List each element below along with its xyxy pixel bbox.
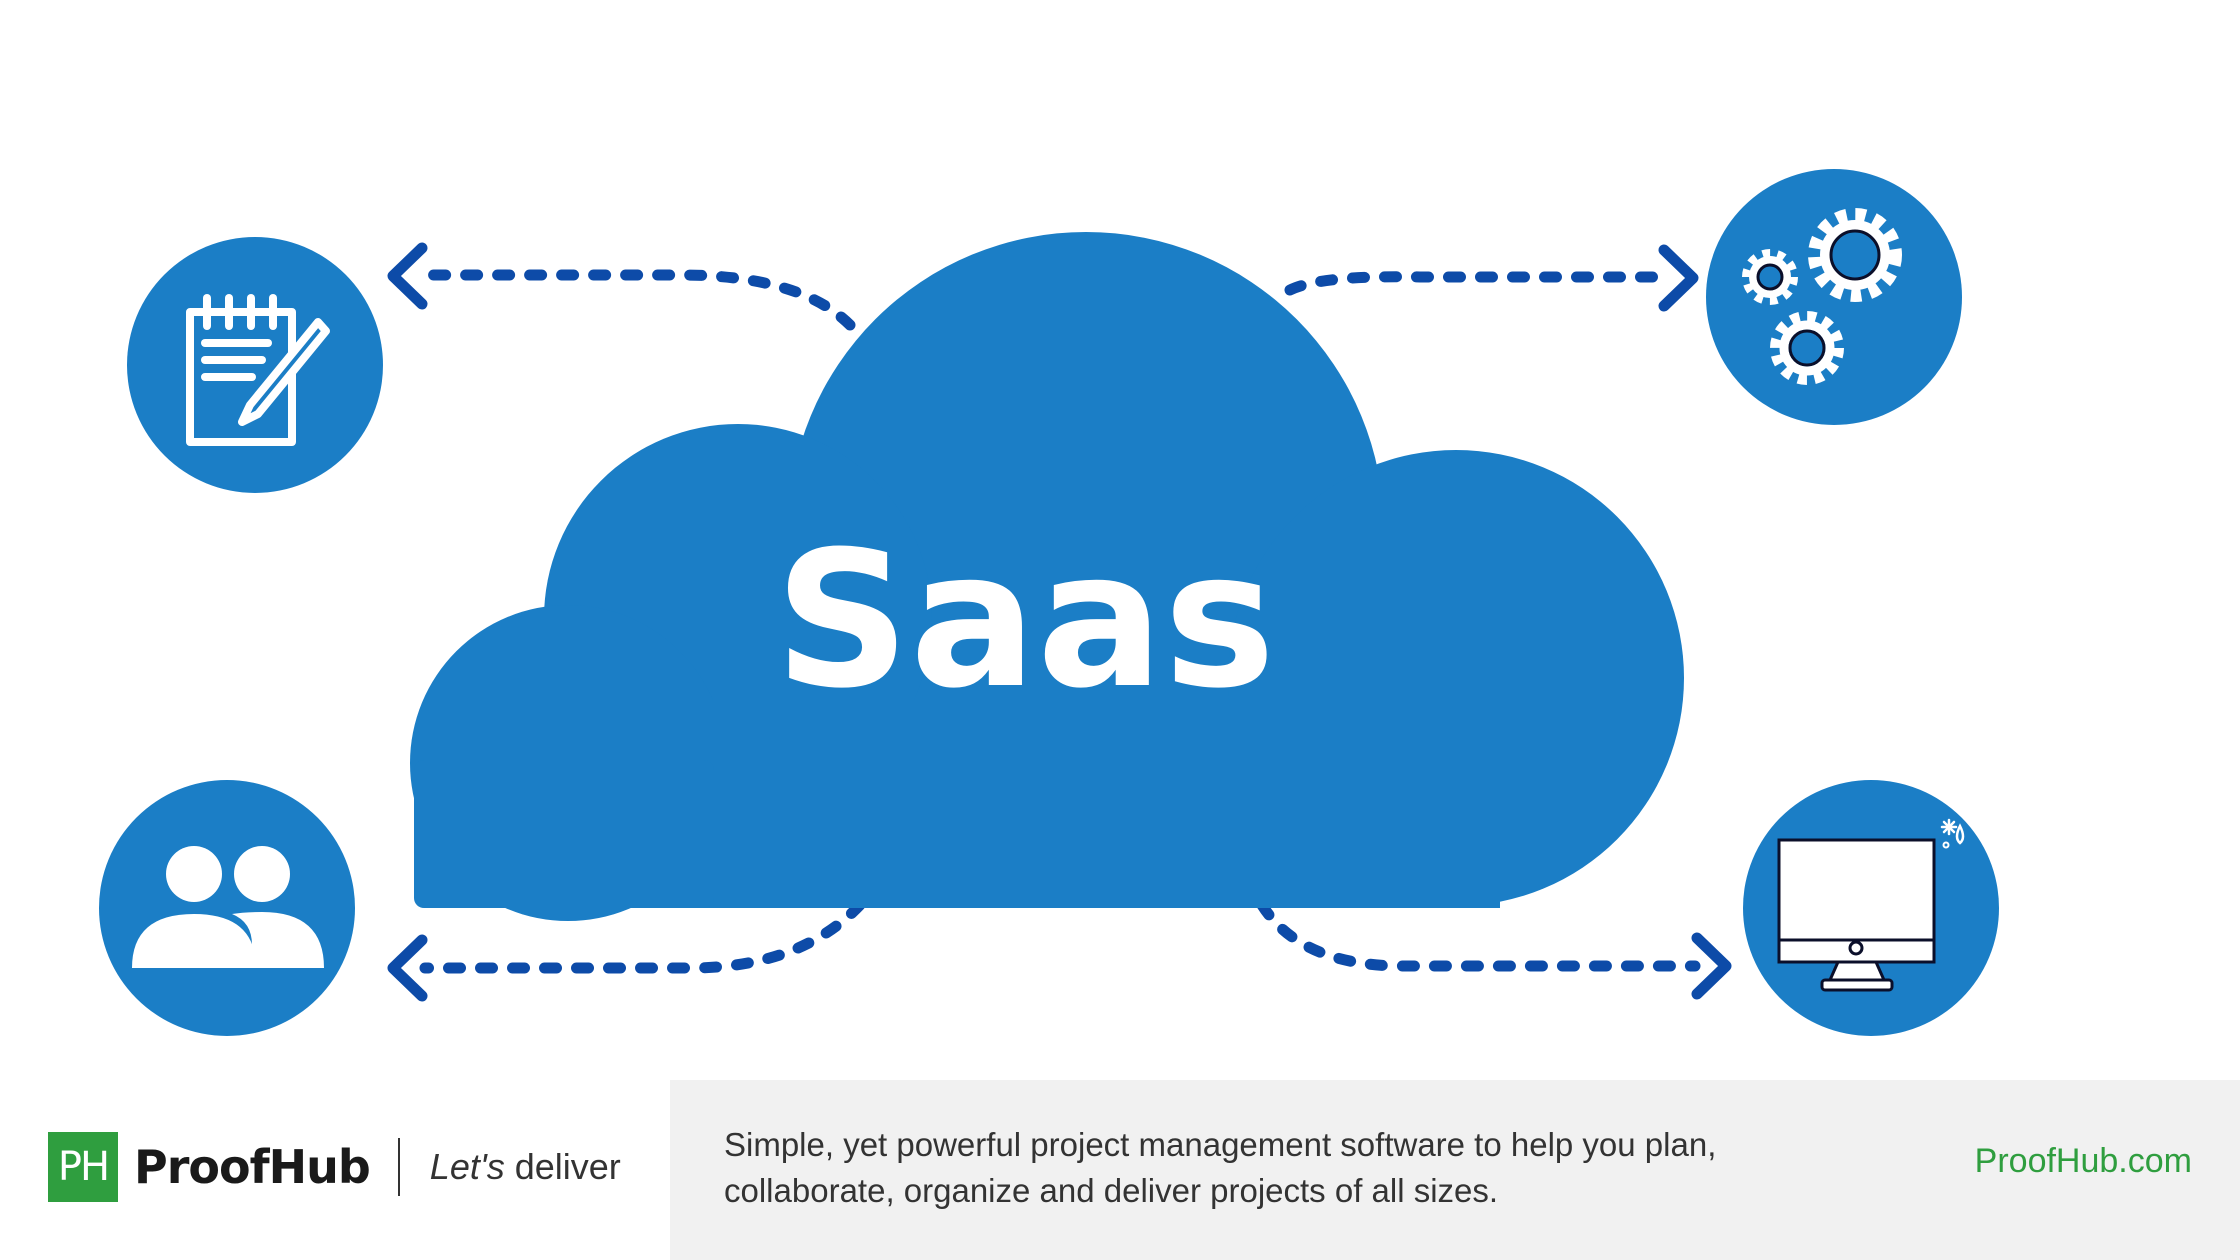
connectors bbox=[414, 269, 1701, 974]
node-top-right bbox=[1706, 169, 1962, 425]
cloud bbox=[410, 232, 1684, 921]
proofhub-link[interactable]: ProofHub.com bbox=[1974, 1142, 2192, 1180]
users-icon bbox=[132, 846, 324, 968]
tagline-rest: deliver bbox=[504, 1146, 621, 1187]
arrowhead-top-left bbox=[387, 242, 428, 310]
footer-info-panel: Simple, yet powerful project management … bbox=[670, 1080, 2240, 1260]
connector-top-left bbox=[414, 269, 856, 331]
brand-name: ProofHub bbox=[134, 1140, 371, 1194]
node-top-left bbox=[127, 237, 383, 493]
connector-top-right bbox=[1284, 271, 1671, 296]
description-line-2: collaborate, organize and deliver projec… bbox=[724, 1172, 1499, 1209]
node-bottom-left bbox=[99, 780, 355, 1036]
arrowhead-bottom-left bbox=[387, 934, 428, 1002]
saas-diagram bbox=[99, 169, 1999, 1036]
connector-bottom-right bbox=[1256, 899, 1701, 972]
connector-bottom-left bbox=[419, 899, 866, 974]
notepad-pencil-icon bbox=[186, 294, 330, 446]
description-line-1: Simple, yet powerful project management … bbox=[724, 1126, 1717, 1163]
arrowhead-top-right bbox=[1658, 244, 1699, 312]
brand: PH ProofHub Let's deliver bbox=[48, 1132, 621, 1202]
tagline: Let's deliver bbox=[430, 1146, 621, 1188]
footer-description: Simple, yet powerful project management … bbox=[724, 1122, 1824, 1214]
arrowhead-bottom-right bbox=[1691, 932, 1732, 1000]
footer: PH ProofHub Let's deliver Simple, yet po… bbox=[0, 1080, 2240, 1260]
gears-icon bbox=[1742, 208, 1902, 385]
arrowheads bbox=[387, 242, 1732, 1002]
desktop-monitor-icon bbox=[1777, 818, 1965, 992]
node-bottom-right bbox=[1743, 780, 1999, 1036]
proofhub-logo: PH bbox=[48, 1132, 118, 1202]
tagline-italic: Let's bbox=[429, 1146, 505, 1187]
brand-divider bbox=[397, 1138, 400, 1196]
